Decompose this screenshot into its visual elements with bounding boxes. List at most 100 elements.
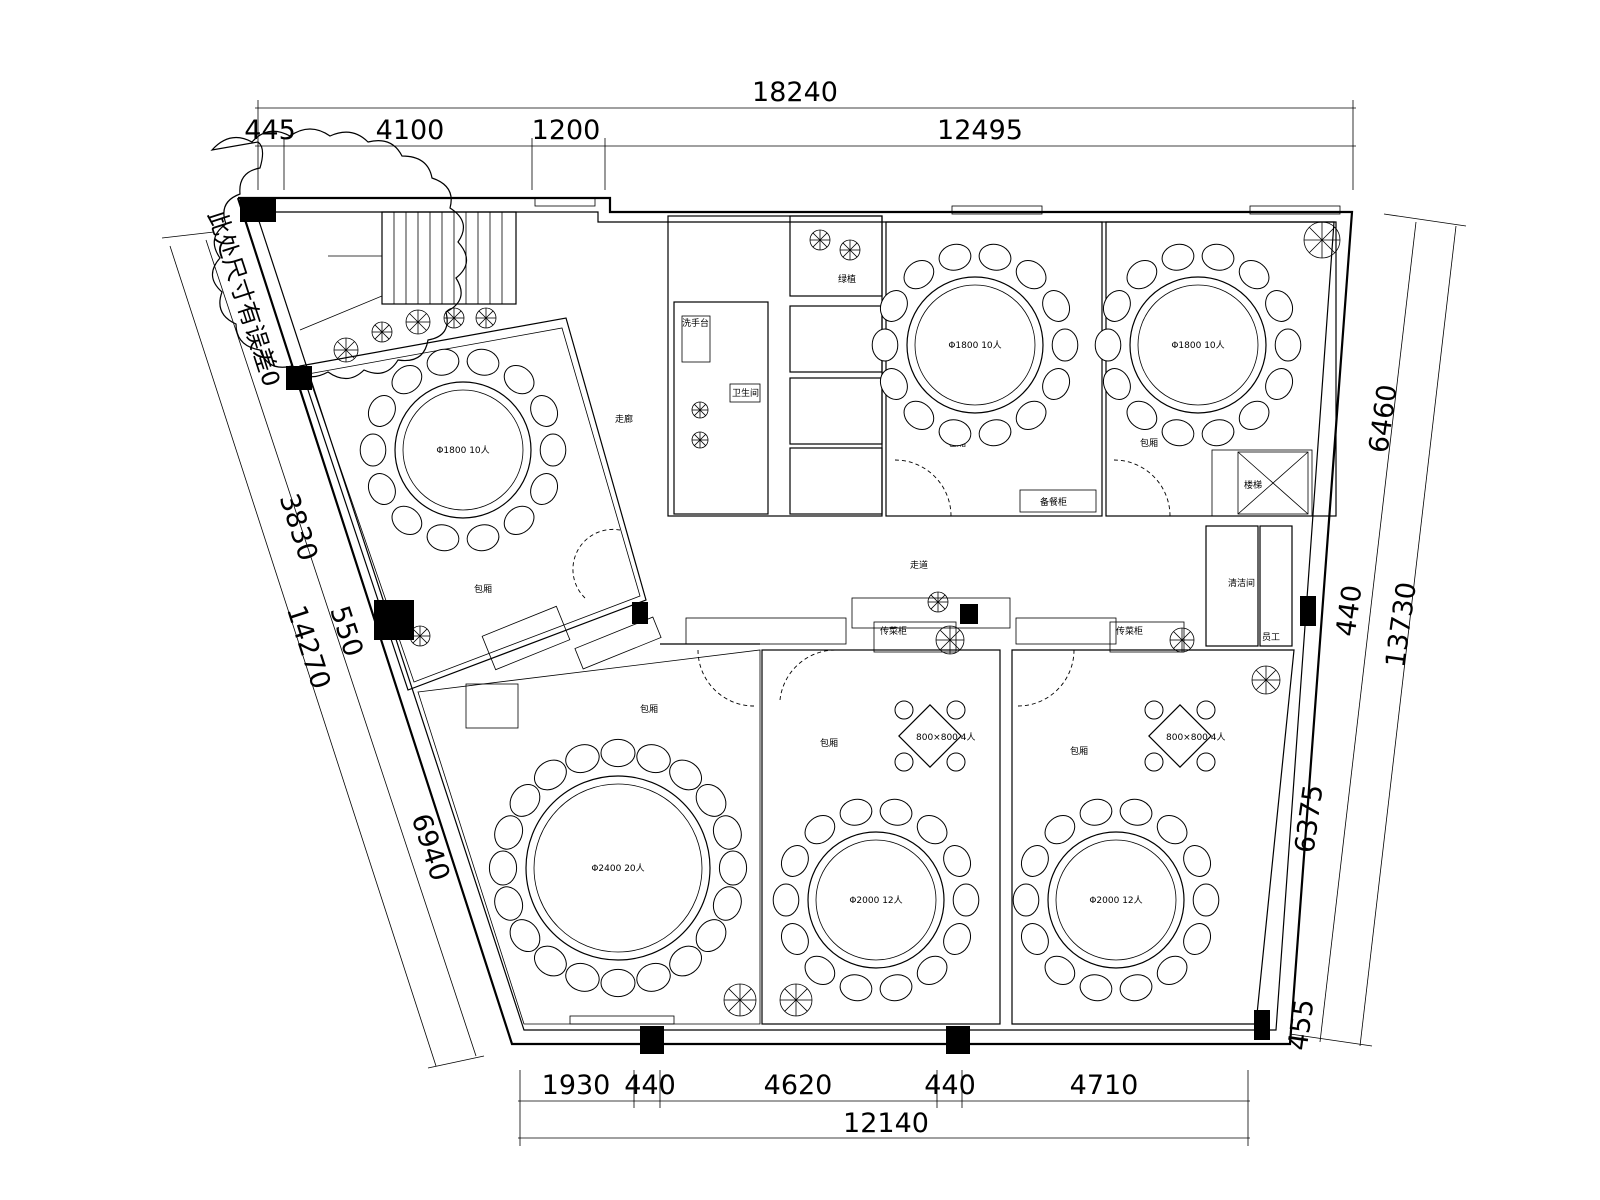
chair bbox=[1015, 400, 1047, 430]
table-room-b: Φ1800 10人 bbox=[871, 243, 1079, 447]
chair bbox=[938, 243, 972, 271]
chair bbox=[391, 365, 423, 395]
revision-note: 此处尺寸有误差0 bbox=[202, 207, 285, 390]
table-label: Φ2000 12人 bbox=[849, 895, 902, 906]
chair bbox=[1265, 290, 1294, 322]
shrub bbox=[1169, 627, 1195, 653]
chair bbox=[565, 744, 600, 774]
chair bbox=[871, 328, 899, 362]
chair bbox=[879, 798, 913, 826]
dim-bottom-seg-5: 4710 bbox=[1070, 1070, 1139, 1101]
chair bbox=[916, 955, 948, 985]
chair bbox=[1238, 260, 1270, 290]
chair bbox=[1119, 798, 1153, 826]
shrub bbox=[691, 431, 709, 449]
chair bbox=[359, 433, 387, 467]
table-inner-ring bbox=[1055, 839, 1177, 961]
chair bbox=[533, 945, 567, 977]
chair bbox=[978, 243, 1012, 271]
dim-bottom-total: 12140 bbox=[843, 1108, 929, 1139]
table-inner-ring bbox=[402, 389, 524, 511]
chair bbox=[879, 974, 913, 1002]
square-table-e: 800×800 4人 bbox=[894, 700, 976, 772]
table-label: Φ2400 20人 bbox=[591, 863, 644, 874]
staircase bbox=[299, 211, 517, 331]
dim-top-seg-4: 12495 bbox=[937, 115, 1023, 146]
table-room-e: Φ2000 12人 bbox=[772, 798, 980, 1002]
table-label: Φ1800 10人 bbox=[436, 445, 489, 456]
chair bbox=[530, 395, 559, 427]
chair bbox=[669, 759, 703, 791]
chair bbox=[1015, 260, 1047, 290]
chair bbox=[600, 738, 636, 768]
bottom-dimension-chain: 1930 440 4620 440 4710 12140 bbox=[518, 1070, 1250, 1146]
shrub bbox=[409, 625, 431, 647]
chair bbox=[1051, 328, 1079, 362]
chair bbox=[903, 400, 935, 430]
right-dimension-chain: 6460 440 6375 455 13730 bbox=[1283, 213, 1467, 1052]
outer-walls bbox=[236, 196, 1354, 1054]
chair bbox=[1044, 955, 1076, 985]
chair bbox=[1012, 883, 1040, 917]
chair bbox=[879, 368, 908, 400]
dim-bottom-seg-3: 4620 bbox=[764, 1070, 833, 1101]
sideboard-2-label: 传菜柜 bbox=[880, 625, 907, 637]
staff-label: 员工 bbox=[1262, 632, 1280, 643]
chair bbox=[1201, 419, 1235, 447]
chair bbox=[391, 505, 423, 535]
chair bbox=[804, 815, 836, 845]
chair bbox=[466, 524, 500, 552]
dim-left-seg-1: 3830 bbox=[273, 490, 324, 565]
corridor-label: 走道 bbox=[910, 559, 928, 571]
chair bbox=[600, 968, 636, 998]
shrub bbox=[371, 321, 393, 343]
room-f: 包厢 bbox=[1011, 649, 1295, 1025]
chair bbox=[539, 433, 567, 467]
chair bbox=[780, 845, 809, 877]
chair bbox=[938, 419, 972, 447]
shrub bbox=[809, 229, 831, 251]
dining-tables: Φ1800 10人 Φ1800 10人 Φ1800 10人 Φ2400 20人 Φ200… bbox=[359, 243, 1302, 1002]
washroom-label: 卫生间 bbox=[732, 387, 759, 399]
chair bbox=[1161, 243, 1195, 271]
room-a-label: 包厢 bbox=[474, 583, 492, 595]
chair bbox=[1238, 400, 1270, 430]
chair bbox=[669, 945, 703, 977]
dim-right-seg-1: 6460 bbox=[1363, 383, 1403, 455]
shrub bbox=[333, 337, 359, 363]
table-label: Φ1800 10人 bbox=[948, 340, 1001, 351]
room-a: 包厢 bbox=[299, 317, 662, 691]
chair bbox=[804, 955, 836, 985]
shrub bbox=[691, 401, 709, 419]
chair bbox=[565, 962, 600, 992]
chair bbox=[1020, 923, 1049, 955]
table-room-a: Φ1800 10人 bbox=[359, 348, 567, 552]
chair bbox=[488, 850, 518, 886]
cleaning-label: 清洁间 bbox=[1228, 577, 1255, 589]
top-dimension-chain: 18240 445 4100 1200 12495 bbox=[244, 77, 1356, 190]
dim-left-seg-2: 550 bbox=[323, 602, 368, 661]
chair bbox=[426, 524, 460, 552]
chair bbox=[1183, 845, 1212, 877]
chair bbox=[1126, 400, 1158, 430]
chair bbox=[530, 473, 559, 505]
chair bbox=[509, 783, 541, 817]
corridor-2-label: 走廊 bbox=[615, 413, 633, 425]
table-inner-ring bbox=[815, 839, 937, 961]
chair bbox=[367, 473, 396, 505]
table-label: Φ1800 10人 bbox=[1171, 340, 1224, 351]
chair bbox=[943, 845, 972, 877]
chair bbox=[879, 290, 908, 322]
chair bbox=[1102, 368, 1131, 400]
chair bbox=[367, 395, 396, 427]
chair bbox=[712, 815, 742, 850]
chair bbox=[839, 798, 873, 826]
dim-right-total: 13730 bbox=[1380, 580, 1423, 669]
shrub bbox=[723, 983, 757, 1017]
chair bbox=[772, 883, 800, 917]
chair bbox=[426, 348, 460, 376]
chair bbox=[1201, 243, 1235, 271]
dim-bottom-seg-2: 440 bbox=[624, 1070, 676, 1101]
chair bbox=[695, 919, 727, 953]
chair bbox=[1126, 260, 1158, 290]
